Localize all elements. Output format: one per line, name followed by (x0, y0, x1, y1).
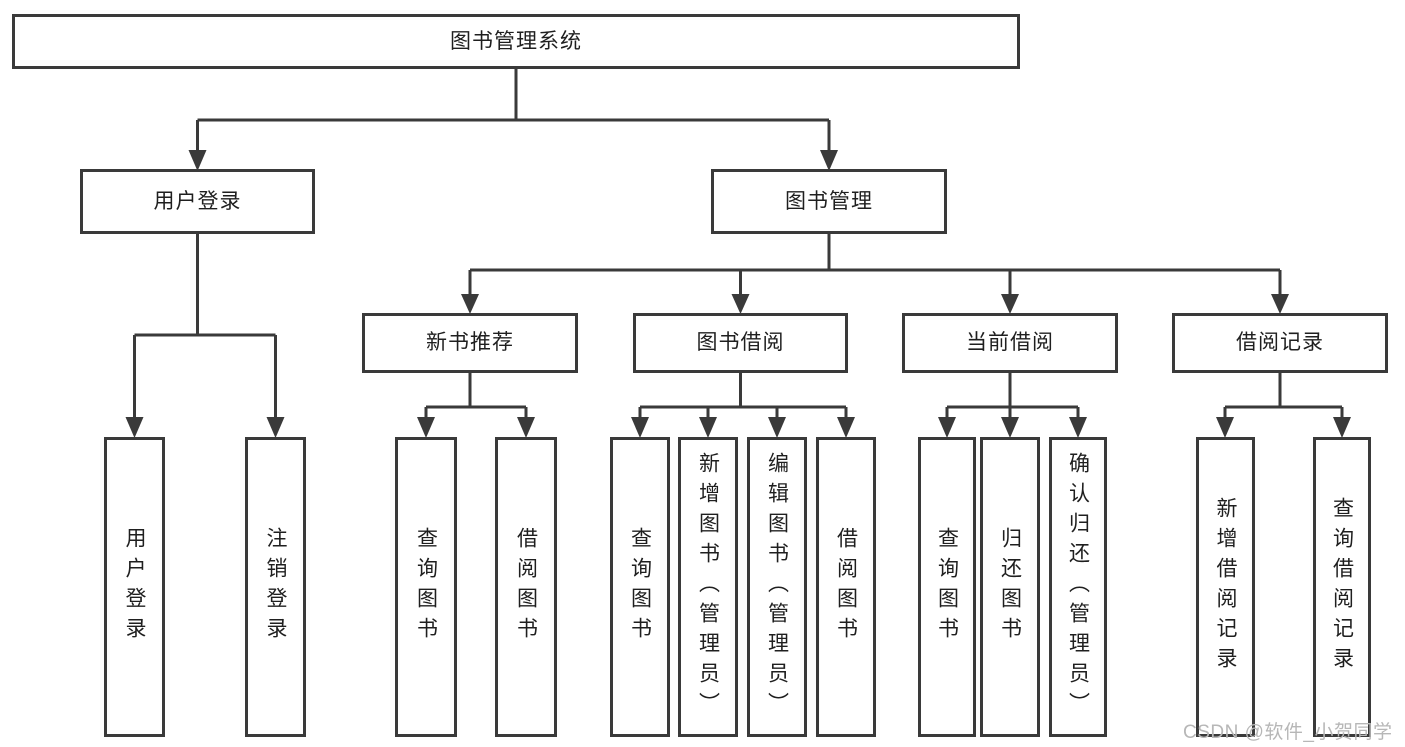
arrowhead-icon (631, 417, 649, 438)
node-user-login: 用户登录 (80, 169, 315, 234)
arrowhead-icon (731, 294, 750, 314)
arrowhead-icon (1001, 294, 1019, 314)
leaf-add-book-admin: 新增图书（管理员） (678, 437, 738, 737)
leaf-query-books-recommend: 查询图书 (395, 437, 457, 737)
arrowhead-icon (125, 417, 144, 438)
node-current-borrowing: 当前借阅 (902, 313, 1118, 373)
leaf-query-borrow-record: 查询借阅记录 (1313, 437, 1371, 737)
leaf-borrow-books-borrowing: 借阅图书 (816, 437, 876, 737)
arrowhead-icon (820, 150, 838, 171)
node-book-management: 图书管理 (711, 169, 947, 234)
leaf-add-borrow-record: 新增借阅记录 (1196, 437, 1255, 737)
arrowhead-icon (938, 417, 956, 438)
leaf-confirm-return-admin: 确认归还（管理员） (1049, 437, 1107, 737)
arrowhead-icon (461, 294, 479, 314)
arrowhead-icon (699, 417, 717, 438)
arrowhead-icon (517, 417, 535, 438)
connector-path (133, 69, 1344, 420)
arrowhead-icon (1069, 417, 1087, 438)
arrowhead-icon (1001, 417, 1019, 438)
arrowhead-icon (188, 150, 207, 171)
arrowhead-icon (1333, 417, 1351, 438)
arrowhead-icon (266, 417, 285, 438)
leaf-logout: 注销登录 (245, 437, 306, 737)
node-book-borrowing: 图书借阅 (633, 313, 848, 373)
node-new-book-recommendation: 新书推荐 (362, 313, 578, 373)
node-library-system: 图书管理系统 (12, 14, 1020, 69)
leaf-query-books-current: 查询图书 (918, 437, 976, 737)
arrowhead-icon (837, 417, 855, 438)
arrowhead-icon (768, 417, 786, 438)
leaf-return-books: 归还图书 (980, 437, 1040, 737)
watermark: CSDN @软件_小贺同学 (1183, 722, 1393, 743)
leaf-borrow-books-recommend: 借阅图书 (495, 437, 557, 737)
leaf-query-books-borrowing: 查询图书 (610, 437, 670, 737)
arrowhead-icon (1271, 294, 1289, 314)
node-borrowing-records: 借阅记录 (1172, 313, 1388, 373)
arrowhead-icon (417, 417, 435, 438)
arrowhead-icon (1216, 417, 1234, 438)
leaf-user-login: 用户登录 (104, 437, 165, 737)
leaf-edit-book-admin: 编辑图书（管理员） (747, 437, 807, 737)
